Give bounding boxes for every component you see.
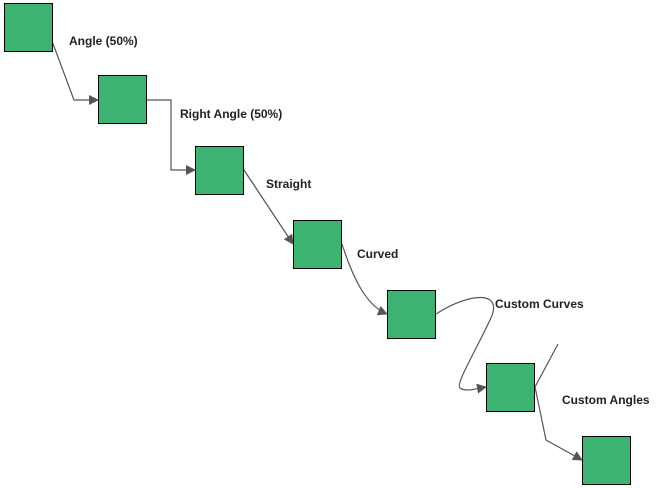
label-custom-curves: Custom Curves [495,297,584,311]
node-5[interactable] [387,290,436,339]
node-3[interactable] [195,146,244,195]
connector-right-angle[interactable] [147,99,196,175]
label-angle: Angle (50%) [69,34,138,48]
label-curved: Curved [357,247,398,261]
node-1[interactable] [4,3,53,52]
connector-curved[interactable] [341,243,388,316]
connector-angle[interactable] [51,40,99,105]
connector-custom-curves[interactable] [435,296,495,394]
node-2[interactable] [98,75,147,124]
connector-straight[interactable] [243,169,294,245]
label-straight: Straight [266,177,311,191]
node-4[interactable] [293,220,342,269]
node-7[interactable] [582,436,631,485]
node-6[interactable] [486,363,535,412]
label-custom-angles: Custom Angles [562,393,650,407]
label-right-angle: Right Angle (50%) [180,107,282,121]
